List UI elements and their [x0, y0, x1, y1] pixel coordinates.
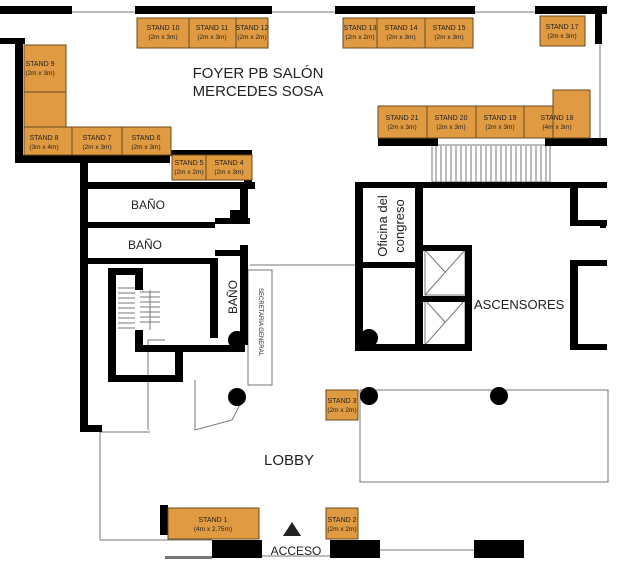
stand-size: (2m x 3m): [197, 34, 226, 41]
stand-size: (2m x 3m): [547, 33, 576, 40]
secretaria-label: SECRETARIA GENERAL: [257, 288, 263, 357]
stand-name: STAND 1: [198, 517, 227, 524]
stand-5[interactable]: STAND 5 (2m x 2m): [171, 154, 207, 181]
column: [360, 329, 378, 347]
stairs-left: [118, 287, 160, 329]
lobby-label: LOBBY: [264, 452, 314, 469]
stand-size: (2m x 2m): [327, 407, 356, 414]
stand-size: (2m x 2m): [237, 34, 266, 41]
column: [490, 387, 508, 405]
stands: STAND 10 (2m x 3m) STAND 11 (2m x 3m) ST…: [23, 15, 591, 540]
stand-20[interactable]: STAND 20 (2m x 3m): [426, 105, 477, 139]
entrance-arrow-icon: [283, 522, 301, 536]
columns: [228, 329, 508, 406]
bano-label: BAÑO: [131, 198, 165, 212]
stand-1[interactable]: STAND 1 (4m x 2.75m): [167, 507, 260, 540]
stand-9[interactable]: STAND 9 (2m x 3m): [23, 44, 67, 93]
stand-size: (2m x 3m): [434, 34, 463, 41]
stand-name: STAND 11: [196, 25, 229, 32]
stand-name: STAND 6: [131, 135, 160, 142]
ascensores-label: ASCENSORES: [474, 297, 565, 312]
stand-name: STAND 10: [147, 25, 180, 32]
stand-size: (2m x 3m): [25, 70, 54, 77]
stand-name: STAND 15: [433, 25, 466, 32]
stand-11[interactable]: STAND 11 (2m x 3m): [188, 17, 237, 49]
foyer-title-line1: FOYER PB SALÓN: [193, 65, 324, 82]
stand-size: (2m x 3m): [387, 124, 416, 131]
stand-size: (4m x 3m): [542, 124, 571, 131]
bano-label: BAÑO: [226, 280, 240, 314]
stand-12[interactable]: STAND 12 (2m x 2m): [235, 17, 269, 49]
area-labels: FOYER PB SALÓN MERCEDES SOSA BAÑO BAÑO B…: [128, 65, 565, 558]
stand-14[interactable]: STAND 14 (2m x 3m): [376, 17, 426, 49]
stand-size: (3m x 4m): [29, 144, 58, 151]
stand-name: STAND 21: [386, 115, 419, 122]
stand-3[interactable]: STAND 3 (2m x 2m): [325, 389, 359, 421]
stand-size: (2m x 3m): [436, 124, 465, 131]
stand-21[interactable]: STAND 21 (2m x 3m): [377, 105, 428, 139]
stand-name: STAND 14: [385, 25, 418, 32]
stand-6[interactable]: STAND 6 (2m x 3m): [121, 126, 172, 156]
stand-size: (2m x 3m): [485, 124, 514, 131]
stand-name: STAND 19: [484, 115, 517, 122]
stand-name: STAND 7: [82, 135, 111, 142]
acceso-label: ACCESO: [271, 544, 322, 558]
stand-size: (2m x 2m): [174, 169, 203, 176]
stand-18[interactable]: STAND 18 (4m x 3m): [523, 89, 591, 139]
stairs-right: [435, 146, 547, 182]
stand-4[interactable]: STAND 4 (2m x 3m): [205, 154, 253, 181]
oficina-label-line1: Oficina del: [375, 195, 390, 257]
stand-size: (2m x 2m): [327, 526, 356, 533]
stand-name: STAND 13: [344, 25, 377, 32]
stand-name: STAND 20: [435, 115, 468, 122]
stand-name: STAND 18: [541, 115, 574, 122]
stand-size: (2m x 3m): [214, 169, 243, 176]
stand-2[interactable]: STAND 2 (2m x 2m): [325, 507, 359, 540]
stand-size: (4m x 2.75m): [194, 526, 232, 533]
stand-name: STAND 12: [236, 25, 269, 32]
column: [360, 387, 378, 405]
stand-15[interactable]: STAND 15 (2m x 3m): [424, 17, 474, 49]
stand-size: (2m x 3m): [148, 34, 177, 41]
stand-17[interactable]: STAND 17 (2m x 3m): [539, 15, 586, 47]
column: [228, 388, 246, 406]
stand-10[interactable]: STAND 10 (2m x 3m): [136, 17, 190, 49]
bano-label: BAÑO: [128, 238, 162, 252]
walls: [0, 6, 607, 559]
column: [228, 331, 246, 349]
stand-name: STAND 4: [214, 160, 243, 167]
stand-size: (2m x 3m): [386, 34, 415, 41]
oficina-label-line2: congreso: [392, 199, 407, 252]
stand-size: (2m x 3m): [131, 144, 160, 151]
stand-8[interactable]: STAND 8 (3m x 4m): [23, 91, 73, 156]
stand-name: STAND 8: [29, 135, 58, 142]
stand-name: STAND 3: [327, 398, 356, 405]
stand-19[interactable]: STAND 19 (2m x 3m): [475, 105, 525, 139]
stand-7[interactable]: STAND 7 (2m x 3m): [71, 126, 123, 156]
stand-13[interactable]: STAND 13 (2m x 2m): [342, 17, 378, 49]
stand-name: STAND 5: [174, 160, 203, 167]
stand-size: (2m x 2m): [345, 34, 374, 41]
foyer-title-line2: MERCEDES SOSA: [193, 83, 324, 100]
stand-name: STAND 2: [327, 517, 356, 524]
stand-name: STAND 17: [546, 24, 579, 31]
stand-size: (2m x 3m): [82, 144, 111, 151]
stand-name: STAND 9: [25, 61, 54, 68]
